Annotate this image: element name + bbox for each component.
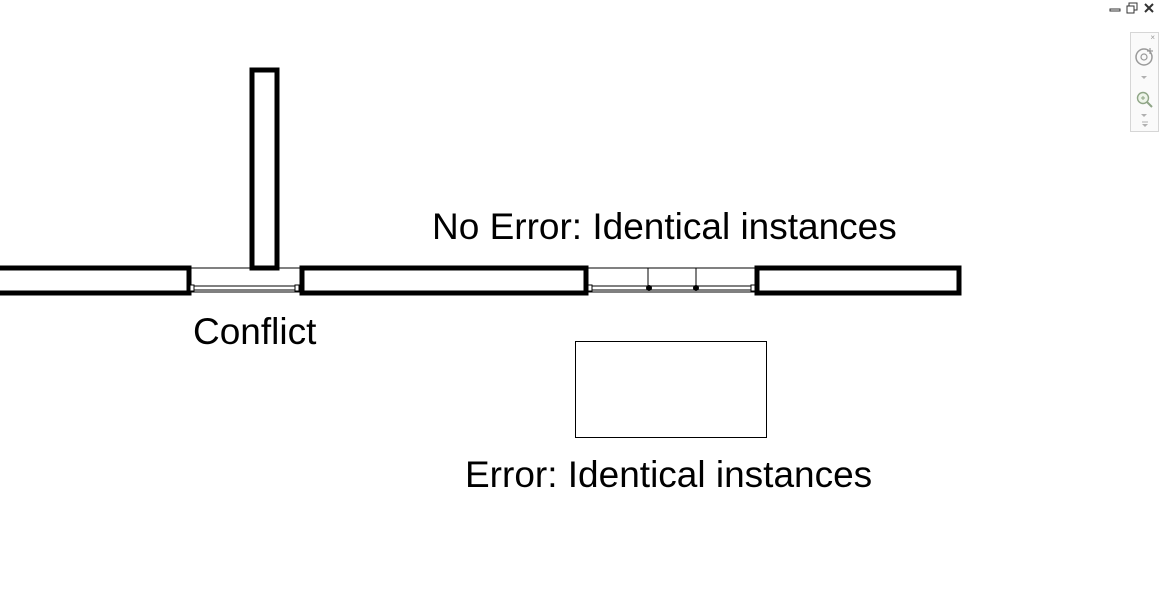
window-identical-instances[interactable] — [587, 267, 756, 293]
close-icon[interactable] — [1142, 2, 1156, 14]
navigation-bar: × — [1130, 32, 1159, 132]
zoom-icon[interactable] — [1133, 88, 1157, 112]
wall-plan — [0, 67, 962, 296]
wall-segment-right[interactable] — [754, 265, 962, 296]
window-controls — [1108, 2, 1156, 14]
close-icon[interactable]: × — [1150, 33, 1155, 42]
error-instance-box[interactable] — [575, 341, 767, 438]
label-no-error: No Error: Identical instances — [432, 206, 897, 247]
wall-vertical[interactable] — [249, 67, 280, 271]
steering-wheel-icon[interactable] — [1133, 43, 1157, 67]
label-error: Error: Identical instances — [465, 454, 873, 495]
restore-icon[interactable] — [1125, 2, 1139, 14]
customize-icon[interactable] — [1133, 119, 1157, 131]
wall-segment-middle[interactable] — [299, 265, 589, 296]
wall-segment-left[interactable] — [0, 265, 192, 296]
window-conflict[interactable] — [189, 267, 301, 293]
label-conflict: Conflict — [193, 311, 317, 352]
minimize-icon[interactable] — [1108, 2, 1122, 14]
